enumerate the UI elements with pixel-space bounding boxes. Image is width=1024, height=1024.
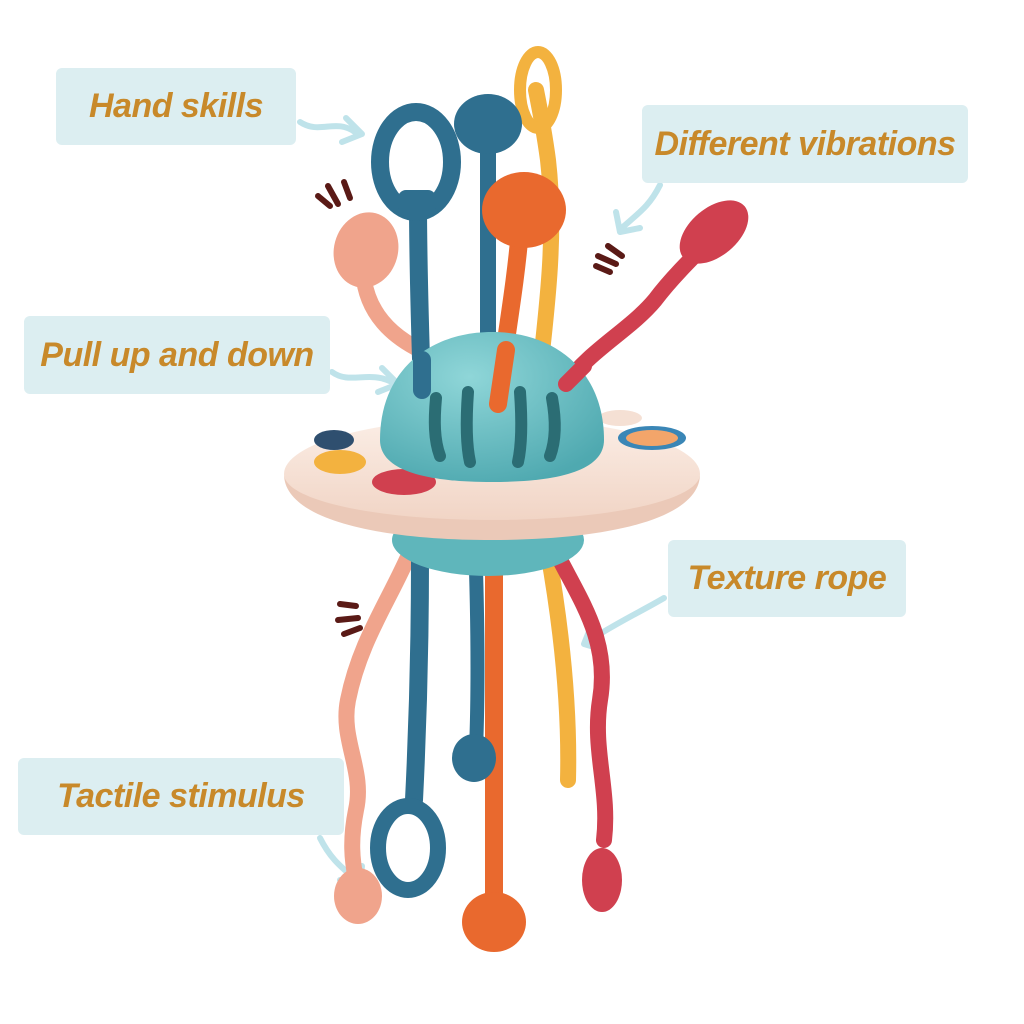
red-spoon-head <box>679 200 749 264</box>
pink-spoon-head <box>333 212 399 288</box>
label-hand-skills: Hand skills <box>56 68 296 145</box>
label-texture-rope: Texture rope <box>668 540 906 617</box>
vibration-marks-left-top <box>315 179 353 209</box>
label-different-vibrations: Different vibrations <box>642 105 968 183</box>
orange-round-head <box>482 172 566 248</box>
arrow-vibrations <box>613 182 663 235</box>
teal-lower-head <box>452 734 496 782</box>
vibration-marks-right <box>593 243 625 275</box>
lower-ropes <box>338 540 614 909</box>
red-lower-head <box>582 848 622 912</box>
label-tactile-stimulus: Tactile stimulus <box>18 758 344 835</box>
pink-lower-head <box>334 868 382 924</box>
arrow-hand-skills <box>297 115 365 145</box>
vibration-marks-left-bottom <box>335 601 363 637</box>
teal-round-head <box>454 94 522 154</box>
label-pull-up-and-down: Pull up and down <box>24 316 330 394</box>
arrow-pull <box>329 365 401 395</box>
blue-lower-loop <box>370 798 446 898</box>
blue-loop-head <box>371 103 461 221</box>
orange-lower-head <box>462 892 526 952</box>
